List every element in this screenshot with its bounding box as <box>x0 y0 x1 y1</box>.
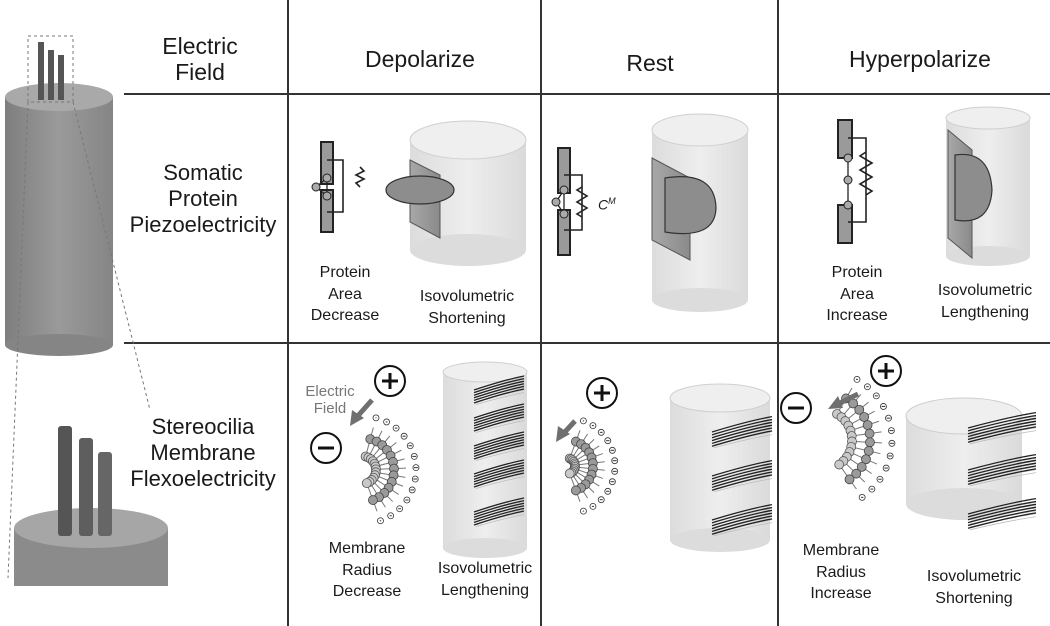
field-arrow-rest <box>556 419 577 442</box>
caption-isovolumetric-shortening-stereo: Isovolumetric Shortening <box>926 568 1022 607</box>
caption-isovolumetric-lengthening: Isovolumetric Lengthening <box>937 282 1033 321</box>
minus-circle-icon <box>780 392 812 424</box>
stereocilia-cylinder-hyper <box>905 397 1037 531</box>
row-label-somatic: Somatic Protein Piezoelectricity <box>129 160 277 237</box>
caption-protein-area-decrease: Protein Area Decrease <box>310 264 380 325</box>
protein-schematic-rest <box>551 147 589 256</box>
caption-membrane-radius-increase: Membrane Radius Increase <box>802 542 880 603</box>
membrane-curved-hyper <box>832 375 896 501</box>
stereocilia-bundle-small <box>38 42 64 100</box>
zoomed-stereocilia <box>14 426 168 586</box>
caption-isovolumetric-lengthening-stereo: Isovolumetric Lengthening <box>437 560 533 599</box>
caption-protein-area-increase: Protein Area Increase <box>826 264 888 325</box>
protein-schematic-contracted <box>311 141 366 233</box>
row-header-electric-field: Electric Field <box>162 33 238 86</box>
membrane-curved-rest <box>564 417 619 515</box>
soma-cylinder-rest <box>651 113 749 312</box>
column-header-hyperpolarize: Hyperpolarize <box>849 46 991 72</box>
soma-cylinder-shortened <box>385 120 527 266</box>
caption-isovolumetric-shortening: Isovolumetric Shortening <box>419 288 515 327</box>
column-header-depolarize: Depolarize <box>365 46 475 72</box>
plus-circle-icon <box>870 355 902 387</box>
soma-cylinder-lengthened <box>945 106 1031 266</box>
zoom-box <box>27 35 74 103</box>
table-grid <box>124 0 1050 626</box>
caption-electric-field: Electric Field <box>305 383 355 417</box>
field-arrow-depol <box>350 398 374 426</box>
stereocilia-cylinder-depol <box>442 361 528 558</box>
plus-circle-icon <box>374 365 406 397</box>
caption-membrane-radius-decrease: Membrane Radius Decrease <box>328 540 406 601</box>
outer-hair-cell <box>5 35 151 579</box>
stereocilia-cylinder-rest <box>669 383 773 552</box>
plus-circle-icon <box>586 377 618 409</box>
capacitance-label: CM <box>598 196 616 213</box>
membrane-curved-depol <box>360 414 420 525</box>
field-arrow-hyper <box>828 391 860 409</box>
column-header-rest: Rest <box>626 50 674 76</box>
protein-schematic-expanded <box>837 119 874 244</box>
row-label-stereocilia: Stereocilia Membrane Flexoelectricity <box>130 414 276 491</box>
minus-circle-icon <box>310 432 342 464</box>
